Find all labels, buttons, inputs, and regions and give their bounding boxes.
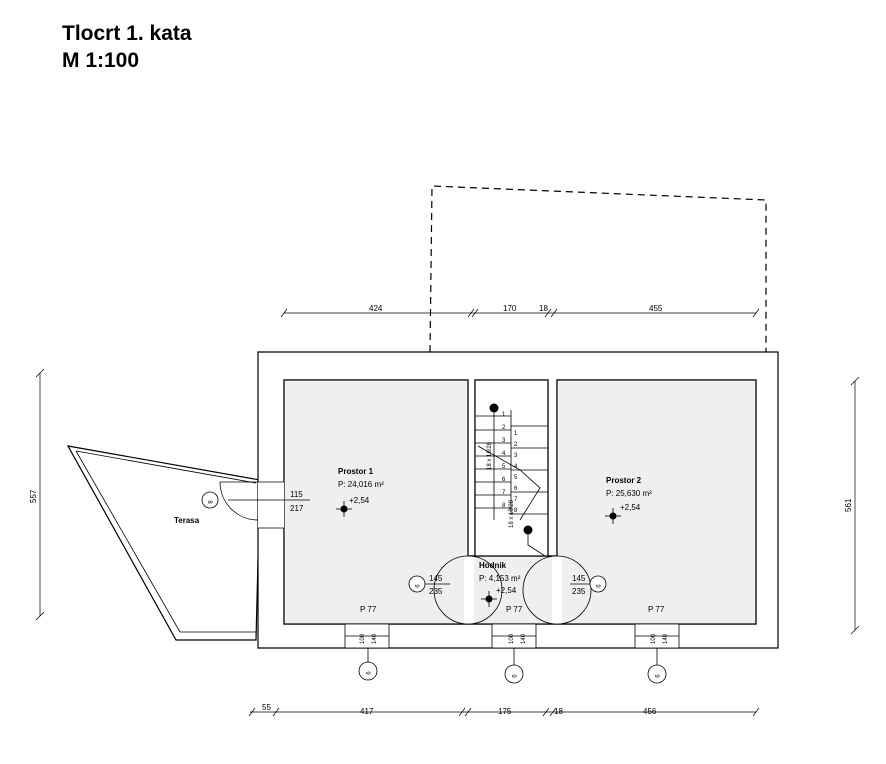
stair-step-lower-8: 8 bbox=[514, 508, 518, 514]
door-terrace-height: 217 bbox=[290, 504, 304, 513]
door-terrace-swing bbox=[219, 481, 259, 521]
drawing-title: Tlocrt 1. kata M 1:100 bbox=[62, 20, 192, 74]
stair-step-lower-2: 2 bbox=[514, 442, 518, 448]
stair-step-lower-3: 3 bbox=[514, 453, 518, 459]
window-2-w: 100 bbox=[509, 633, 515, 644]
door-left-tag-label: 9 bbox=[413, 584, 419, 588]
drawing-title-line1: Tlocrt 1. kata bbox=[62, 22, 192, 45]
window-2: P 77 100 140 9 bbox=[491, 605, 537, 684]
window-1: P 77 100 140 9 bbox=[344, 605, 390, 681]
window-3-sill: P 77 bbox=[648, 605, 665, 614]
window-3: P 77 100 140 9 bbox=[634, 605, 680, 684]
stair-well bbox=[474, 379, 549, 557]
label-prostor-1: Prostor 1 P: 24,016 m² +2,54 bbox=[336, 467, 384, 517]
dimension-left: 557 bbox=[29, 368, 45, 621]
dim-bottom-456: 456 bbox=[643, 707, 657, 716]
stair-step-upper-1: 1 bbox=[502, 412, 506, 418]
room-hodnik-area: P: 4,153 m² bbox=[479, 574, 521, 583]
level-marker-hodnik bbox=[481, 591, 497, 607]
room-hodnik-name: Hodnik bbox=[479, 561, 507, 570]
stair-step-upper-4: 4 bbox=[502, 451, 506, 457]
door-terrace-tag bbox=[201, 491, 219, 509]
dim-bottom-175: 175 bbox=[498, 707, 512, 716]
terrace-outline bbox=[66, 445, 261, 641]
door-terrace-tag-label: 8 bbox=[206, 500, 212, 504]
stair-walk-line bbox=[477, 445, 541, 521]
door-left: 9 145 235 bbox=[408, 555, 503, 625]
door-left-width: 145 bbox=[429, 574, 443, 583]
dim-bottom-417: 417 bbox=[360, 707, 374, 716]
stair-step-upper-8: 8 bbox=[502, 503, 506, 509]
door-terrace-width: 115 bbox=[290, 490, 303, 499]
terrace: Terasa bbox=[66, 445, 261, 641]
stair-step-lower-6: 6 bbox=[514, 486, 518, 492]
room-hodnik-level: +2,54 bbox=[496, 586, 517, 595]
stair-step-upper-2: 2 bbox=[502, 425, 506, 431]
stair-start-dot bbox=[489, 403, 499, 413]
room-prostor-2-area: P: 25,630 m² bbox=[606, 489, 652, 498]
level-marker-prostor-2 bbox=[605, 508, 621, 524]
roof-projection-outline bbox=[429, 185, 767, 356]
window-3-tag-label: 9 bbox=[653, 674, 659, 678]
room-prostor-2 bbox=[556, 379, 757, 625]
staircase: 1 2 3 4 5 6 7 8 1 2 3 4 5 6 7 8 18 x 18/… bbox=[475, 403, 548, 557]
window-2-h: 140 bbox=[521, 633, 527, 644]
window-2-tag bbox=[504, 664, 524, 684]
dim-left-557: 557 bbox=[29, 489, 38, 503]
door-left-tag bbox=[408, 575, 426, 593]
stair-step-lower-1: 1 bbox=[514, 431, 518, 437]
dim-top-424: 424 bbox=[369, 304, 383, 313]
window-1-w: 100 bbox=[360, 633, 366, 644]
stair-step-lower-7: 7 bbox=[514, 497, 518, 503]
door-right-width: 145 bbox=[572, 574, 586, 583]
room-prostor-2-name: Prostor 2 bbox=[606, 476, 642, 485]
dim-bottom-18: 18 bbox=[554, 707, 563, 716]
window-3-h: 140 bbox=[663, 633, 669, 644]
room-prostor-1-area: P: 24,016 m² bbox=[338, 480, 384, 489]
stair-step-lower-5: 5 bbox=[514, 475, 518, 481]
stair-step-lower-4: 4 bbox=[514, 464, 518, 470]
stair-step-upper-7: 7 bbox=[502, 490, 506, 496]
dim-top-170: 170 bbox=[503, 304, 517, 313]
dimension-bottom: 55 417 175 18 456 bbox=[248, 703, 760, 717]
stair-note-upper: 18 x 18/28 bbox=[487, 441, 493, 470]
stair-note-lower: 18 x 18/28 bbox=[509, 499, 515, 528]
dim-bottom-55: 55 bbox=[262, 703, 271, 712]
window-2-tag-label: 9 bbox=[510, 674, 516, 678]
dimension-right: 561 bbox=[844, 376, 860, 635]
dim-top-18: 18 bbox=[539, 304, 548, 313]
window-3-tag bbox=[647, 664, 667, 684]
room-prostor-1-name: Prostor 1 bbox=[338, 467, 374, 476]
terrace-label: Terasa bbox=[174, 516, 200, 525]
stair-step-upper-5: 5 bbox=[502, 464, 506, 470]
level-marker-prostor-1 bbox=[336, 501, 352, 517]
room-prostor-1-level: +2,54 bbox=[349, 496, 370, 505]
terrace-rail-top bbox=[75, 450, 257, 484]
drawing-scale: M 1:100 bbox=[62, 49, 140, 72]
door-right-tag-label: 9 bbox=[594, 584, 600, 588]
stair-step-upper-3: 3 bbox=[502, 438, 506, 444]
dimension-top: 424 170 18 455 bbox=[280, 304, 760, 318]
room-hodnik bbox=[467, 555, 558, 625]
dim-right-561: 561 bbox=[844, 498, 853, 512]
window-2-sill: P 77 bbox=[506, 605, 523, 614]
door-left-height: 235 bbox=[429, 587, 443, 596]
door-right-tag bbox=[589, 575, 607, 593]
door-right-height: 235 bbox=[572, 587, 586, 596]
window-1-h: 140 bbox=[372, 633, 378, 644]
door-right: 9 145 235 bbox=[522, 555, 607, 625]
dim-top-455: 455 bbox=[649, 304, 663, 313]
window-3-w: 100 bbox=[651, 633, 657, 644]
window-1-tag bbox=[358, 661, 378, 681]
window-1-sill: P 77 bbox=[360, 605, 377, 614]
label-hodnik: Hodnik P: 4,153 m² +2,54 bbox=[479, 561, 521, 607]
label-prostor-2: Prostor 2 P: 25,630 m² +2,54 bbox=[605, 476, 652, 524]
window-1-tag-label: 9 bbox=[364, 671, 370, 675]
terrace-rail-inner bbox=[75, 450, 256, 633]
stair-step-upper-6: 6 bbox=[502, 477, 506, 483]
door-terrace: 8 115 217 bbox=[201, 481, 310, 529]
room-prostor-2-level: +2,54 bbox=[620, 503, 641, 512]
